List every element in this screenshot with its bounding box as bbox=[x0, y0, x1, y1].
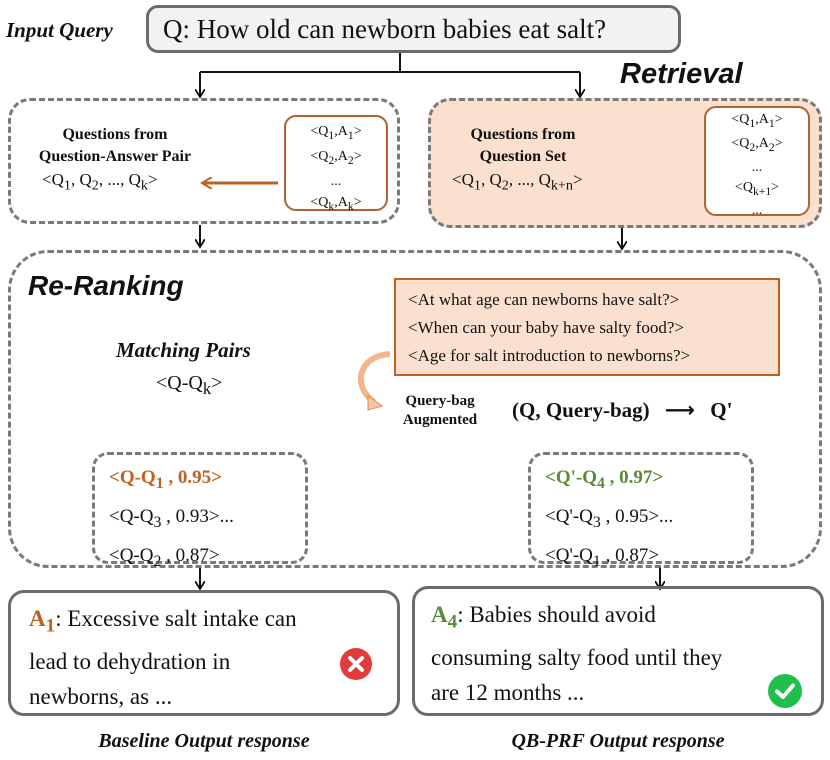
pair-ellipsis: ... bbox=[751, 159, 763, 175]
input-query-text: Q: How old can newborn babies eat salt? bbox=[163, 14, 607, 44]
query-bag-item: <At what age can newborns have salt?> bbox=[408, 290, 680, 309]
baseline-line3: newborns, as ... bbox=[29, 683, 173, 709]
retrieval-left-title: Questions from Question-Answer Pair bbox=[20, 124, 210, 168]
baseline-scores-box: <Q-Q1 , 0.95> <Q-Q3 , 0.93>... <Q-Q2 , 0… bbox=[92, 452, 308, 569]
retrieval-right-pairs: <Q1,A1> <Q2,A2> ... <Qk+1> ... bbox=[706, 110, 808, 221]
pair-ellipsis-2: ... bbox=[751, 203, 763, 219]
qbprf-score-row: <Q'-Q3 , 0.95>... bbox=[545, 505, 674, 531]
retrieval-label: Retrieval bbox=[620, 58, 743, 90]
matching-pairs-title: Matching Pairs bbox=[116, 338, 251, 362]
retrieval-right-title-line2: Question Set bbox=[479, 148, 567, 165]
query-bag-box: <At what age can newborns have salt?> <W… bbox=[394, 278, 780, 376]
pair-ellipsis: ... bbox=[330, 173, 342, 189]
pair-q1-a1: <Q1,A1> bbox=[310, 124, 362, 142]
retrieval-right-pairs-box: <Q1,A1> <Q2,A2> ... <Qk+1> ... bbox=[704, 106, 810, 218]
retrieval-left-title-line2: Question-Answer Pair bbox=[38, 148, 192, 165]
qbprf-score-list: <Q'-Q4 , 0.97> <Q'-Q3 , 0.95>... <Q'-Q1 … bbox=[545, 461, 673, 577]
qbprf-output-text: A4: Babies should avoid consuming salty … bbox=[431, 597, 722, 710]
qbprf-line3: are 12 months ... bbox=[431, 679, 585, 705]
retrieval-left-title-line1: Questions from bbox=[62, 126, 168, 143]
retrieval-right-title: Questions from Question Set bbox=[440, 124, 606, 168]
retrieval-left-sequence: <Q1, Q2, ..., Qk> bbox=[42, 170, 158, 194]
query-fork-line bbox=[200, 52, 580, 73]
augmented-line2: Augmented bbox=[402, 412, 478, 428]
equation-left: (Q, Query-bag) bbox=[512, 398, 650, 422]
baseline-line1: : Excessive salt intake can bbox=[55, 606, 297, 631]
baseline-score-row: <Q-Q2 , 0.87> bbox=[109, 544, 220, 570]
baseline-output-box: A1: Excessive salt intake can lead to de… bbox=[8, 590, 400, 716]
query-bag-augmented-label: Query-bag Augmented bbox=[384, 392, 496, 430]
retrieval-left-pairs: <Q1,A1> <Q2,A2> ... <Qk,Ak> bbox=[286, 121, 386, 216]
equation-arrow: ⟶ bbox=[664, 398, 696, 422]
check-icon bbox=[768, 674, 802, 708]
baseline-caption: Baseline Output response bbox=[98, 730, 310, 752]
qbprf-answer-label: A4 bbox=[431, 602, 458, 633]
input-query-label: Input Query bbox=[6, 18, 113, 42]
cross-icon bbox=[340, 648, 372, 680]
pair-q1-a1: <Q1,A1> bbox=[731, 112, 783, 130]
retrieval-right-title-line1: Questions from bbox=[470, 126, 576, 143]
pair-q2-a2: <Q2,A2> bbox=[310, 148, 362, 167]
query-bag-list: <At what age can newborns have salt?> <W… bbox=[408, 286, 690, 370]
retrieval-left-pairs-box: <Q1,A1> <Q2,A2> ... <Qk,Ak> bbox=[284, 115, 388, 212]
input-query-box: Q: How old can newborn babies eat salt? bbox=[146, 5, 681, 53]
query-bag-item: <Age for salt introduction to newborns?> bbox=[408, 346, 691, 365]
augmented-line1: Query-bag bbox=[405, 393, 475, 409]
query-bag-equation: (Q, Query-bag) ⟶ Q' bbox=[512, 398, 732, 423]
reranking-box bbox=[8, 250, 822, 568]
reranking-label: Re-Ranking bbox=[28, 270, 184, 301]
pair-qk-ak: <Qk,Ak> bbox=[310, 194, 362, 213]
baseline-score-list: <Q-Q1 , 0.95> <Q-Q3 , 0.93>... <Q-Q2 , 0… bbox=[109, 461, 234, 577]
query-bag-item: <When can your baby have salty food?> bbox=[408, 318, 684, 337]
baseline-answer-label: A1 bbox=[29, 606, 56, 637]
baseline-score-top: <Q-Q1 , 0.95> bbox=[109, 467, 222, 492]
baseline-score-row: <Q-Q3 , 0.93>... bbox=[109, 505, 234, 531]
qbprf-output-box: A4: Babies should avoid consuming salty … bbox=[412, 586, 824, 716]
qbprf-caption: QB-PRF Output response bbox=[511, 730, 725, 752]
equation-right: Q' bbox=[710, 398, 733, 422]
retrieval-right-sequence: <Q1, Q2, ..., Qk+n> bbox=[452, 170, 583, 194]
baseline-line2: lead to dehydration in bbox=[29, 648, 231, 674]
qbprf-score-row: <Q'-Q1 , 0.87> bbox=[545, 544, 660, 570]
matching-pair-formula: <Q-Qk> bbox=[156, 372, 223, 398]
pair-q2-a2: <Q2,A2> bbox=[731, 135, 783, 154]
qbprf-score-top: <Q'-Q4 , 0.97> bbox=[545, 467, 664, 492]
qbprf-line2: consuming salty food until they bbox=[431, 644, 723, 670]
qbprf-line1: : Babies should avoid bbox=[457, 602, 656, 627]
qbprf-scores-box: <Q'-Q4 , 0.97> <Q'-Q3 , 0.95>... <Q'-Q1 … bbox=[528, 452, 754, 569]
retrieval-left-box bbox=[8, 98, 400, 224]
baseline-output-text: A1: Excessive salt intake can lead to de… bbox=[29, 601, 297, 714]
pair-qk1: <Qk+1> bbox=[734, 179, 780, 198]
